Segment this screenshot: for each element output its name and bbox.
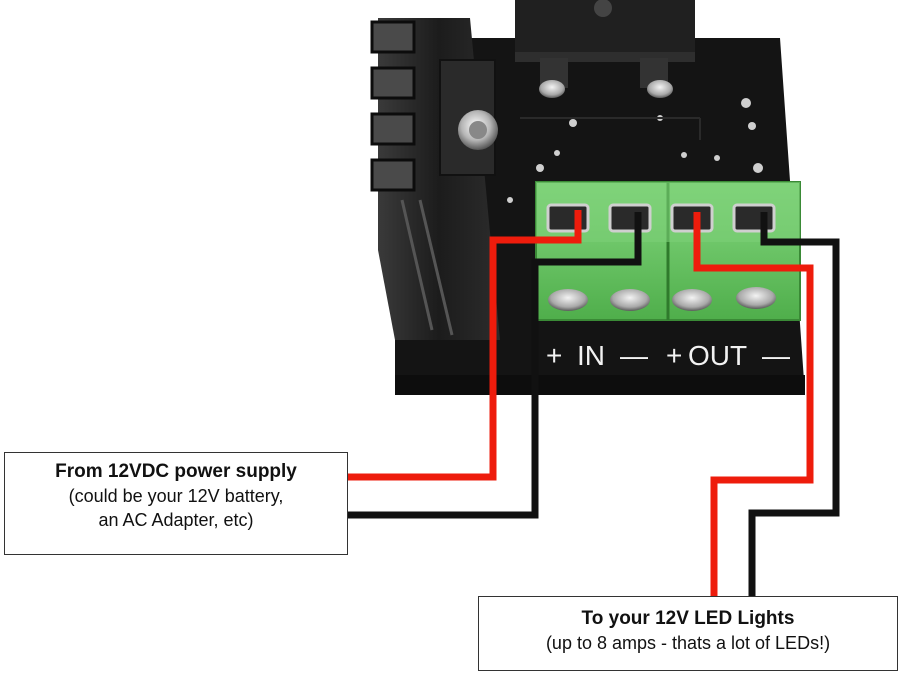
output-positive-wire [693, 212, 814, 597]
in-label: IN [577, 340, 605, 371]
input-callout-line2: an AC Adapter, etc) [98, 510, 254, 530]
input-callout-line1: (could be your 12V battery, [68, 486, 284, 506]
output-negative-wire [748, 212, 840, 597]
output-led-callout: To your 12V LED Lights (up to 8 amps - t… [478, 596, 898, 671]
output-callout-title: To your 12V LED Lights [581, 608, 795, 629]
in-plus-label: + [546, 340, 562, 371]
in-minus-label: — [620, 340, 648, 371]
terminal-screws [548, 287, 776, 311]
solder-pad [539, 80, 565, 98]
out-minus-label: — [762, 340, 790, 371]
solder-pad [647, 80, 673, 98]
input-power-callout: From 12VDC power supply (could be your 1… [4, 452, 348, 555]
output-callout-line1: (up to 8 amps - thats a lot of LEDs!) [545, 633, 831, 653]
out-plus-label: + [666, 340, 682, 371]
out-label: OUT [688, 340, 747, 371]
power-component [515, 0, 695, 98]
input-positive-wire [348, 210, 582, 481]
input-callout-title: From 12VDC power supply [55, 461, 297, 482]
heatsink [370, 18, 500, 340]
input-negative-wire [348, 212, 642, 519]
silkscreen-labels: + IN — + OUT — [546, 340, 790, 371]
